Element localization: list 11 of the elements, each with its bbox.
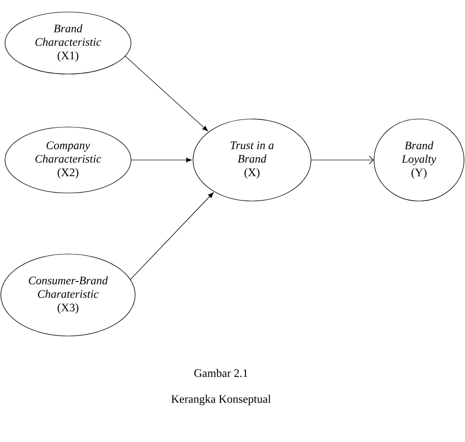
ellipse-node: Brand Characteristic (X1) bbox=[4, 12, 132, 74]
ellipse-node: Company Characteristic (X2) bbox=[4, 126, 132, 194]
caption-text: Gambar 2.1 bbox=[194, 368, 248, 378]
ellipse-node: Consumer-Brand Charateristic (X3) bbox=[0, 254, 136, 336]
arrow bbox=[130, 192, 214, 280]
ellipse-node: Brand Loyalty (Y) bbox=[374, 118, 464, 202]
arrow bbox=[125, 56, 208, 132]
arrow bbox=[311, 156, 374, 164]
arrow bbox=[131, 158, 192, 162]
ellipse-node: Trust in a Brand (X) bbox=[192, 118, 312, 202]
caption-text: Kerangka Konseptual bbox=[171, 394, 271, 406]
